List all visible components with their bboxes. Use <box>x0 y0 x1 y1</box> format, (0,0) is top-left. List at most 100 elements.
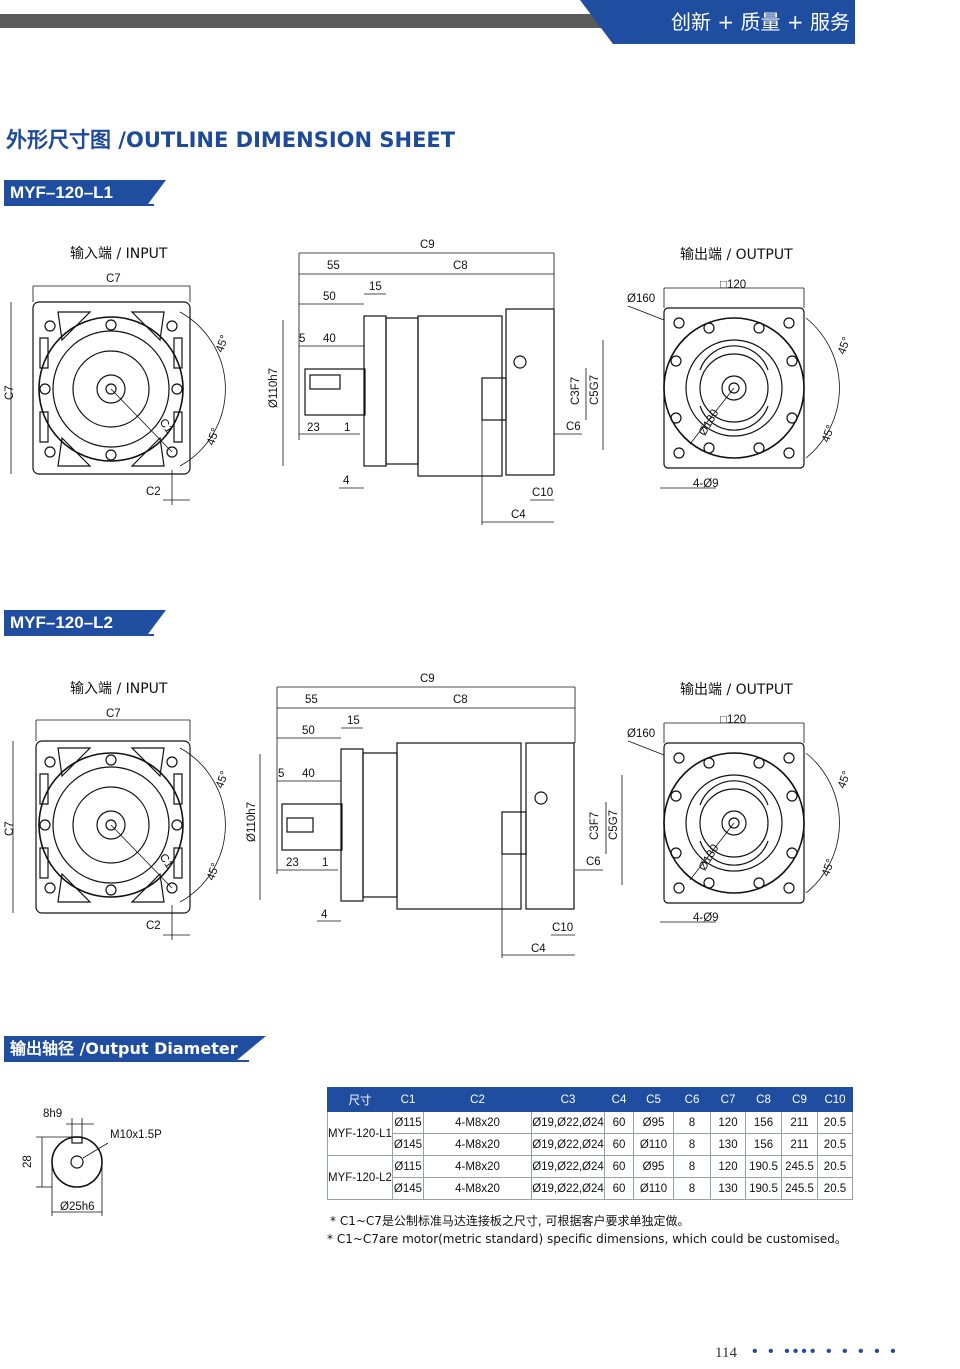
table-cell: 4-M8x20 <box>423 1133 532 1156</box>
dim-c4: C4 <box>511 509 526 521</box>
dim-5: 5 <box>278 768 285 780</box>
table-cell: 211 <box>781 1133 818 1156</box>
table-header: C6 <box>673 1087 711 1112</box>
dim-4: 4 <box>343 475 350 487</box>
input-view-label: 输入端 / INPUT <box>70 246 168 262</box>
output-flange-view <box>627 722 840 923</box>
table-header: C3 <box>531 1087 605 1112</box>
output-flange-view <box>627 287 840 489</box>
table-row: Ø145 4-M8x20 Ø19,Ø22,Ø24 60 Ø110 8 130 1… <box>328 1177 853 1200</box>
table-header: C7 <box>710 1087 746 1112</box>
dim-55: 55 <box>327 260 340 272</box>
table-cell: Ø110 <box>633 1133 674 1156</box>
header-badge <box>580 0 855 44</box>
dim-15: 15 <box>369 281 382 293</box>
dim-c7: C7 <box>106 708 121 720</box>
table-cell: 60 <box>604 1133 634 1156</box>
dim-c2: C2 <box>146 920 161 932</box>
table-cell: Ø110 <box>633 1177 674 1200</box>
table-cell: 4-M8x20 <box>423 1177 532 1200</box>
shaft-diameter: Ø25h6 <box>60 1201 95 1213</box>
table-cell: Ø19,Ø22,Ø24 <box>531 1177 605 1200</box>
dim-c6: C6 <box>566 421 581 433</box>
table-cell: 4-M8x20 <box>423 1155 532 1178</box>
table-cell: 60 <box>604 1111 634 1134</box>
dim-c2: C2 <box>146 486 161 498</box>
table-cell: 20.5 <box>817 1133 853 1156</box>
table-cell: 120 <box>710 1155 746 1178</box>
table-cell: Ø95 <box>633 1155 674 1178</box>
input-flange-view <box>10 285 226 505</box>
table-row: MYF-120-L2 Ø115 4-M8x20 Ø19,Ø22,Ø24 60 Ø… <box>327 1155 853 1200</box>
table-row: MYF-120-L1 Ø115 4-M8x20 Ø19,Ø22,Ø24 60 Ø… <box>327 1111 853 1156</box>
dim-c8: C8 <box>453 694 468 706</box>
table-cell: 8 <box>673 1155 711 1178</box>
input-flange-view <box>12 719 226 940</box>
dim-c9: C9 <box>420 239 435 251</box>
table-cell: Ø19,Ø22,Ø24 <box>531 1155 605 1178</box>
table-header: C4 <box>604 1087 634 1112</box>
table-cell: 156 <box>745 1133 782 1156</box>
side-view <box>282 252 604 525</box>
note-english: * C1~C7are motor(metric standard) specif… <box>327 1232 847 1246</box>
note-chinese: * C1~C7是公制标准马达连接板之尺寸, 可根据客户要求单独定做。 <box>330 1214 690 1228</box>
dim-c6: C6 <box>586 856 601 868</box>
drawing-l1 <box>10 252 840 525</box>
shaft-key-width: 8h9 <box>43 1108 63 1120</box>
shaft-thread: M10x1.5P <box>110 1129 162 1141</box>
table-header: 尺寸 <box>327 1087 393 1112</box>
table-cell: 211 <box>781 1111 818 1134</box>
page-title: 外形尺寸图 /OUTLINE DIMENSION SHEET <box>6 128 456 152</box>
table-cell: 156 <box>745 1111 782 1134</box>
section-tag-underline <box>4 1060 249 1062</box>
table-cell: 20.5 <box>817 1111 853 1134</box>
header-slogan: 创新 + 质量 + 服务 <box>671 10 850 34</box>
model-tag-underline <box>4 634 154 636</box>
shaft-section-drawing <box>36 1118 109 1216</box>
table-cell: Ø19,Ø22,Ø24 <box>531 1111 605 1134</box>
side-view <box>259 686 623 958</box>
table-cell: Ø115 <box>392 1111 424 1134</box>
dim-23: 23 <box>307 422 320 434</box>
table-cell: Ø19,Ø22,Ø24 <box>531 1133 605 1156</box>
drawing-l2 <box>12 686 840 958</box>
dim-c10: C10 <box>552 922 574 934</box>
dim-c9: C9 <box>420 673 435 685</box>
model-cell: MYF-120-L2 <box>327 1155 393 1200</box>
dim-50: 50 <box>323 291 336 303</box>
table-cell: 8 <box>673 1133 711 1156</box>
output-view-label: 输出端 / OUTPUT <box>680 682 793 698</box>
table-row: Ø145 4-M8x20 Ø19,Ø22,Ø24 60 Ø110 8 130 1… <box>328 1133 853 1156</box>
table-cell: 245.5 <box>781 1177 818 1200</box>
shaft-height: 28 <box>22 1155 34 1168</box>
dim-dia160: Ø160 <box>627 728 656 740</box>
footer-dots: • • •••• • • • • • <box>752 1343 899 1360</box>
table-header: C1 <box>392 1087 424 1112</box>
dim-1: 1 <box>344 422 351 434</box>
dim-40: 40 <box>323 333 336 345</box>
dim-sq120: □120 <box>720 714 747 726</box>
dim-5: 5 <box>299 333 306 345</box>
table-cell: 4-M8x20 <box>423 1111 532 1134</box>
table-cell: Ø115 <box>392 1155 424 1178</box>
table-cell: 190.5 <box>745 1155 782 1178</box>
table-header-row: 尺寸 C1 C2 C3 C4 C5 C6 C7 C8 C9 C10 <box>327 1087 853 1112</box>
table-cell: Ø145 <box>392 1177 424 1200</box>
dim-holes: 4-Ø9 <box>693 478 719 490</box>
table-header: C10 <box>817 1087 853 1112</box>
input-view-label: 输入端 / INPUT <box>70 681 168 697</box>
dimension-table: 尺寸 C1 C2 C3 C4 C5 C6 C7 C8 C9 C10 MYF-12… <box>327 1087 853 1200</box>
table-cell: Ø145 <box>392 1133 424 1156</box>
model-cell: MYF-120-L1 <box>327 1111 393 1156</box>
table-header: C5 <box>633 1087 674 1112</box>
dim-c8: C8 <box>453 260 468 272</box>
dim-c5: C5G7 <box>608 809 620 840</box>
output-view-label: 输出端 / OUTPUT <box>680 247 793 263</box>
dim-40: 40 <box>302 768 315 780</box>
dim-c10: C10 <box>532 487 554 499</box>
dim-sq120: □120 <box>720 279 747 291</box>
dim-23: 23 <box>286 857 299 869</box>
dim-holes: 4-Ø9 <box>693 912 719 924</box>
dim-4: 4 <box>321 909 328 921</box>
table-cell: 60 <box>604 1155 634 1178</box>
